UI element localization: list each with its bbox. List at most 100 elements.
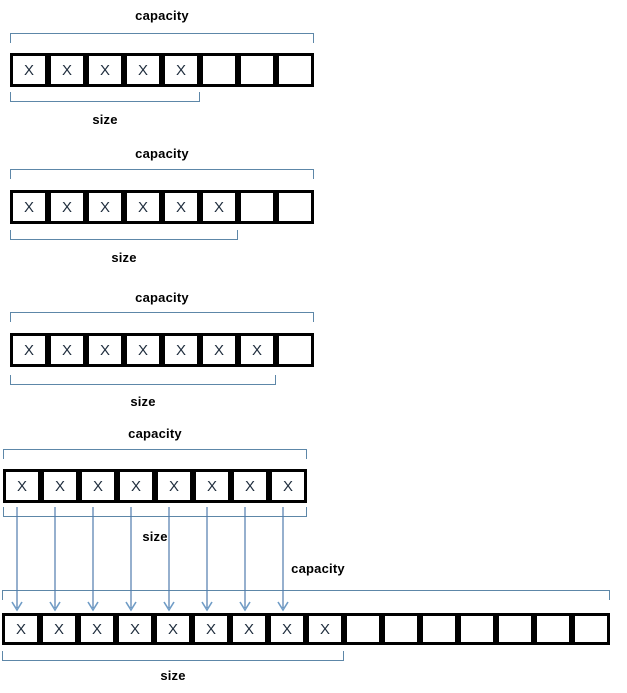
array-cell: X xyxy=(48,333,86,367)
capacity-bracket xyxy=(10,312,314,322)
array-cell: X xyxy=(200,333,238,367)
array-cell: X xyxy=(86,190,124,224)
array-cell xyxy=(572,613,610,645)
size-label: size xyxy=(160,668,186,683)
array-cell: X xyxy=(231,469,269,503)
cell-value: X xyxy=(205,620,216,638)
size-label: size xyxy=(92,112,118,127)
array-cell: X xyxy=(48,53,86,87)
cell-value: X xyxy=(137,61,148,79)
array-cell xyxy=(382,613,420,645)
cell-value: X xyxy=(251,341,262,359)
array-cell: X xyxy=(269,469,307,503)
cell-value: X xyxy=(243,620,254,638)
capacity-label: capacity xyxy=(128,426,182,441)
size-bracket xyxy=(10,375,276,385)
cell-value: X xyxy=(61,61,72,79)
array-cell: X xyxy=(238,333,276,367)
capacity-label: capacity xyxy=(135,146,189,161)
size-label: size xyxy=(111,250,137,265)
cell-value: X xyxy=(91,620,102,638)
array-cell: X xyxy=(48,190,86,224)
array-cell xyxy=(534,613,572,645)
array-cell: X xyxy=(2,613,40,645)
cell-value: X xyxy=(213,198,224,216)
cell-value: X xyxy=(61,341,72,359)
capacity-bracket xyxy=(10,33,314,43)
array-cell xyxy=(238,190,276,224)
cell-value: X xyxy=(137,198,148,216)
array-cell xyxy=(344,613,382,645)
array-cell: X xyxy=(79,469,117,503)
cell-value: X xyxy=(23,341,34,359)
cell-value: X xyxy=(54,477,65,495)
array-cell: X xyxy=(154,613,192,645)
capacity-label: capacity xyxy=(291,561,345,576)
cell-value: X xyxy=(175,341,186,359)
array-cell: X xyxy=(306,613,344,645)
cell-value: X xyxy=(61,198,72,216)
array-cell: X xyxy=(162,190,200,224)
array-cell: X xyxy=(78,613,116,645)
array-cell: X xyxy=(155,469,193,503)
cell-value: X xyxy=(53,620,64,638)
array-cell: X xyxy=(230,613,268,645)
cell-value: X xyxy=(206,477,217,495)
cell-value: X xyxy=(15,620,26,638)
cell-value: X xyxy=(175,61,186,79)
array-cell: X xyxy=(268,613,306,645)
array-cell: X xyxy=(41,469,79,503)
cell-value: X xyxy=(99,61,110,79)
array-cell: X xyxy=(116,613,154,645)
array-cell xyxy=(200,53,238,87)
array-cell: X xyxy=(192,613,230,645)
array-cell: X xyxy=(10,333,48,367)
size-label: size xyxy=(130,394,156,409)
array-cell: X xyxy=(117,469,155,503)
cell-value: X xyxy=(167,620,178,638)
cell-value: X xyxy=(281,620,292,638)
capacity-label: capacity xyxy=(135,290,189,305)
array-cell: X xyxy=(86,53,124,87)
array-cell: X xyxy=(40,613,78,645)
array-cell: X xyxy=(124,333,162,367)
array-cell: X xyxy=(10,190,48,224)
array-cell: X xyxy=(3,469,41,503)
array-cell xyxy=(496,613,534,645)
array-cell xyxy=(276,190,314,224)
cell-value: X xyxy=(16,477,27,495)
size-bracket xyxy=(3,507,307,517)
array-cell: X xyxy=(124,190,162,224)
array-cell: X xyxy=(200,190,238,224)
cell-value: X xyxy=(213,341,224,359)
cell-value: X xyxy=(130,477,141,495)
cell-value: X xyxy=(319,620,330,638)
cell-value: X xyxy=(137,341,148,359)
array-cell: X xyxy=(124,53,162,87)
capacity-bracket xyxy=(10,169,314,179)
size-bracket xyxy=(10,92,200,102)
cell-value: X xyxy=(92,477,103,495)
cell-value: X xyxy=(244,477,255,495)
capacity-label: capacity xyxy=(135,8,189,23)
size-label: size xyxy=(142,529,168,544)
cell-value: X xyxy=(99,198,110,216)
cell-value: X xyxy=(23,61,34,79)
array-cell xyxy=(276,53,314,87)
cell-value: X xyxy=(129,620,140,638)
array-cell xyxy=(238,53,276,87)
cell-value: X xyxy=(23,198,34,216)
cell-value: X xyxy=(99,341,110,359)
capacity-bracket xyxy=(2,590,610,600)
size-bracket xyxy=(2,651,344,661)
capacity-bracket xyxy=(3,449,307,459)
array-cell: X xyxy=(10,53,48,87)
cell-value: X xyxy=(168,477,179,495)
array-cell xyxy=(276,333,314,367)
